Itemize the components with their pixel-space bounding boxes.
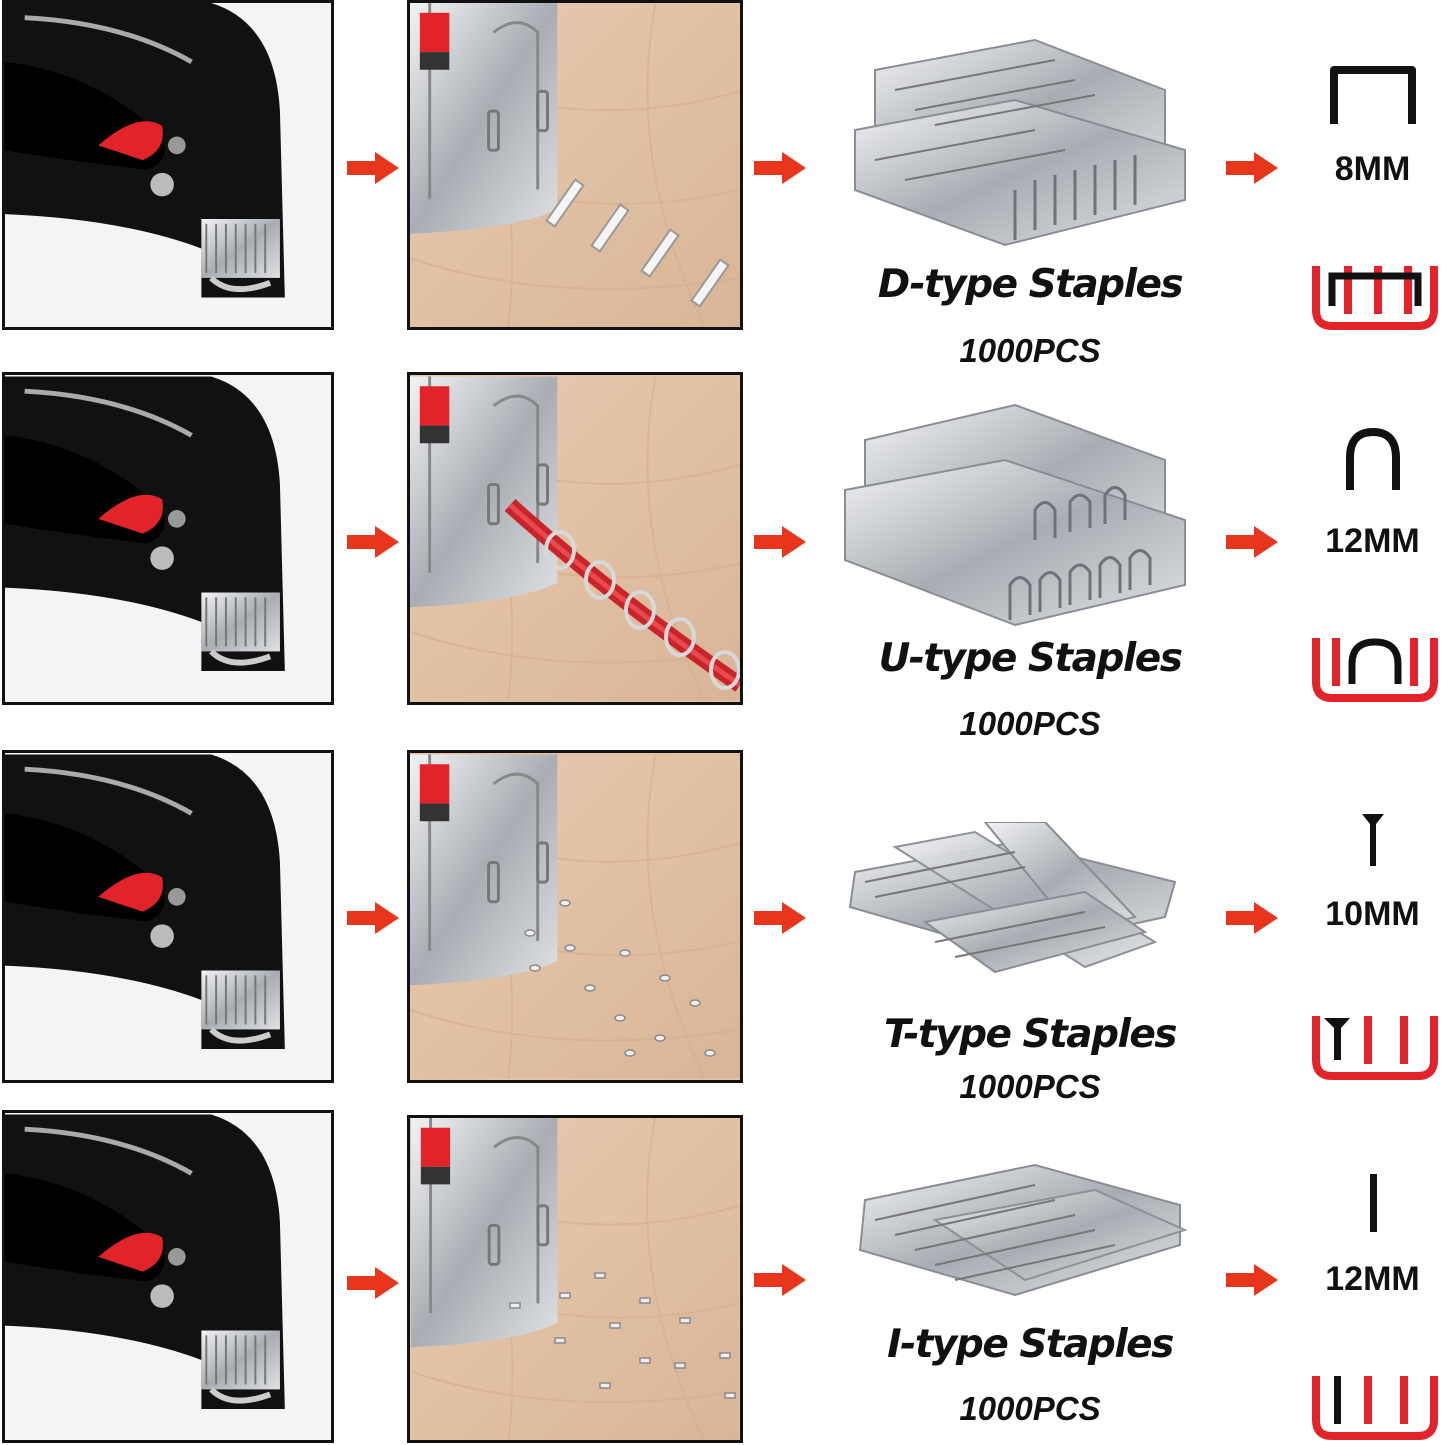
arrow-right-icon bbox=[345, 900, 401, 936]
staple-size-label: 10MM bbox=[1325, 895, 1420, 933]
i-nails-pile-image bbox=[835, 1160, 1195, 1310]
arrow-right-icon bbox=[345, 150, 401, 186]
staple-gun-image bbox=[2, 1110, 334, 1443]
staple-gun-image bbox=[2, 0, 334, 330]
d-staple-icon bbox=[1318, 60, 1428, 130]
staple-type-label: T-type Staples bbox=[883, 1012, 1178, 1057]
arrow-right-icon bbox=[752, 524, 808, 560]
arrow-right-icon bbox=[752, 900, 808, 936]
application-i-nails-image bbox=[407, 1115, 743, 1443]
arrow-right-icon bbox=[1224, 900, 1280, 936]
application-u-staples-image bbox=[407, 372, 743, 705]
d-staples-pile-image bbox=[835, 30, 1195, 255]
staple-type-label: I-type Staples bbox=[887, 1322, 1174, 1367]
staple-count-label: 1000PCS bbox=[959, 705, 1101, 742]
staple-slot-icon bbox=[1310, 1372, 1440, 1442]
staple-slot-icon bbox=[1310, 634, 1440, 704]
staple-count-label: 1000PCS bbox=[959, 332, 1101, 369]
t-nails-pile-image bbox=[835, 822, 1195, 982]
u-staple-icon bbox=[1318, 424, 1428, 494]
staple-type-label: U-type Staples bbox=[878, 636, 1183, 681]
staple-gun-image bbox=[2, 750, 334, 1083]
arrow-right-icon bbox=[1224, 524, 1280, 560]
staple-slot-icon bbox=[1310, 1012, 1440, 1082]
arrow-right-icon bbox=[752, 1262, 808, 1298]
arrow-right-icon bbox=[1224, 1262, 1280, 1298]
staple-count-label: 1000PCS bbox=[959, 1068, 1101, 1105]
t-nail-icon bbox=[1318, 808, 1428, 870]
staple-size-label: 8MM bbox=[1334, 150, 1411, 188]
staple-slot-icon bbox=[1310, 262, 1440, 332]
staple-count-label: 1000PCS bbox=[959, 1390, 1101, 1427]
arrow-right-icon bbox=[345, 1265, 401, 1301]
u-staples-pile-image bbox=[835, 400, 1195, 630]
staple-size-label: 12MM bbox=[1325, 1260, 1420, 1298]
application-d-staples-image bbox=[407, 0, 743, 330]
staple-size-label: 12MM bbox=[1325, 522, 1420, 560]
arrow-right-icon bbox=[345, 524, 401, 560]
arrow-right-icon bbox=[1224, 150, 1280, 186]
i-nail-icon bbox=[1318, 1172, 1428, 1234]
staple-type-label: D-type Staples bbox=[877, 262, 1184, 307]
arrow-right-icon bbox=[752, 150, 808, 186]
staple-gun-image bbox=[2, 372, 334, 705]
application-t-nails-image bbox=[407, 750, 743, 1083]
